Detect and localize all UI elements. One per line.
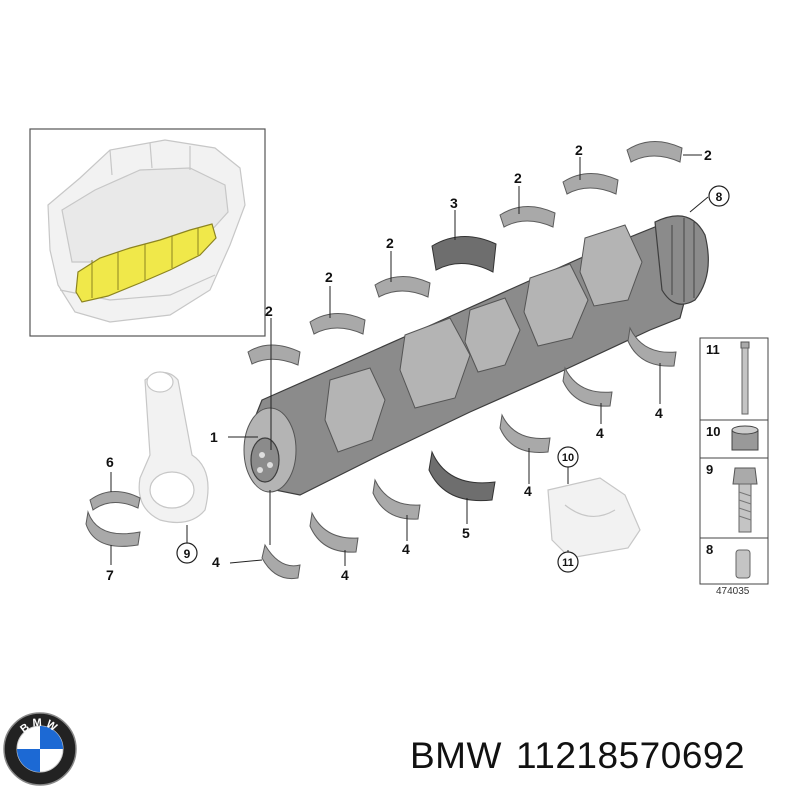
- callout-8: 8: [716, 190, 723, 204]
- bearing-shell-lower-5: [562, 366, 613, 407]
- bushing-icon: [731, 425, 759, 451]
- counterweight-4: [523, 263, 589, 347]
- callout-2-f: 2: [704, 147, 712, 163]
- bearing-shell-upper-5: [562, 173, 619, 195]
- counterweight-1: [324, 367, 386, 453]
- callout-4-b: 4: [341, 567, 349, 583]
- bearing-shell-upper-2: [309, 313, 366, 335]
- bearing-shell-upper-3: [374, 276, 431, 298]
- callout-2-e: 2: [575, 142, 583, 158]
- leader-lines: [110, 154, 709, 566]
- crankshaft-highlight: [75, 223, 217, 303]
- bearing-shell-upper-6: [626, 141, 683, 163]
- callout-2-c: 2: [386, 235, 394, 251]
- thrust-bearing-upper: [431, 235, 497, 273]
- bearing-cap: [547, 477, 641, 559]
- callout-labels: 1 2 2 2 2 2 2 3 4 4 4 4 4 4 5 6 7 8 9 10…: [106, 142, 730, 583]
- callout-11-circle: 11: [557, 551, 579, 573]
- bearing-shell-lower-3: [372, 478, 421, 520]
- bmw-logo-letters: BMW: [18, 717, 61, 736]
- brand-name: BMW: [410, 735, 502, 776]
- legend-item-10: 10: [706, 424, 720, 439]
- callout-9-circle: 9: [176, 542, 198, 564]
- counterweight-5: [579, 224, 643, 307]
- legend-frame: [699, 337, 769, 585]
- bearing-shell-lower-6: [627, 326, 677, 367]
- parts-legend: 11 10 9 8 474035: [699, 337, 769, 597]
- callout-1: 1: [210, 429, 218, 445]
- legend-item-8: 8: [706, 542, 713, 557]
- callout-10: 10: [562, 452, 574, 464]
- bolt-long-icon: [740, 341, 750, 415]
- bearing-shell-lower-4: [499, 413, 551, 453]
- bmw-logo: BMW: [3, 712, 77, 786]
- bolt-short-icon: [732, 467, 758, 533]
- rod-bearing-upper: [89, 491, 141, 511]
- counterweight-3: [464, 297, 521, 373]
- legend-item-11: 11: [706, 342, 720, 357]
- engine-inset: [29, 128, 266, 337]
- bearing-shell-lower-1: [261, 543, 301, 580]
- callout-10-circle: 10: [557, 446, 579, 468]
- callout-3: 3: [450, 195, 458, 211]
- thrust-bearing-lower: [428, 450, 496, 502]
- callout-2-d: 2: [514, 170, 522, 186]
- connecting-rod-assembly: [85, 371, 209, 547]
- callout-4-f: 4: [655, 405, 663, 421]
- callout-7: 7: [106, 567, 114, 583]
- upper-bearing-shells: [247, 141, 683, 366]
- diagram-number: 474035: [716, 586, 750, 597]
- callout-5: 5: [462, 525, 470, 541]
- callout-4-a: 4: [212, 554, 220, 570]
- crankshaft-flange: [654, 215, 709, 305]
- bearing-shell-lower-2: [309, 511, 359, 553]
- crankshaft: [243, 215, 709, 496]
- callout-2-a: 2: [265, 303, 273, 319]
- counterweight-2: [399, 317, 471, 409]
- legend-item-9: 9: [706, 462, 713, 477]
- callout-9: 9: [184, 547, 191, 561]
- dowel-pin-icon: [735, 549, 751, 579]
- part-number: 11218570692: [515, 735, 746, 776]
- callout-8-circle: 8: [708, 185, 730, 207]
- callout-11: 11: [562, 557, 574, 569]
- bearing-shell-upper-1: [247, 344, 301, 366]
- callout-4-e: 4: [596, 425, 604, 441]
- callout-6: 6: [106, 454, 114, 470]
- callout-2-b: 2: [325, 269, 333, 285]
- bearing-shell-upper-4: [499, 206, 556, 228]
- callout-4-d: 4: [524, 483, 532, 499]
- lower-bearing-shells: [261, 326, 677, 580]
- rod-bearing-lower: [85, 510, 141, 547]
- brand-part-number-line: BMW 11218570692: [410, 735, 759, 777]
- callout-4-c: 4: [402, 541, 410, 557]
